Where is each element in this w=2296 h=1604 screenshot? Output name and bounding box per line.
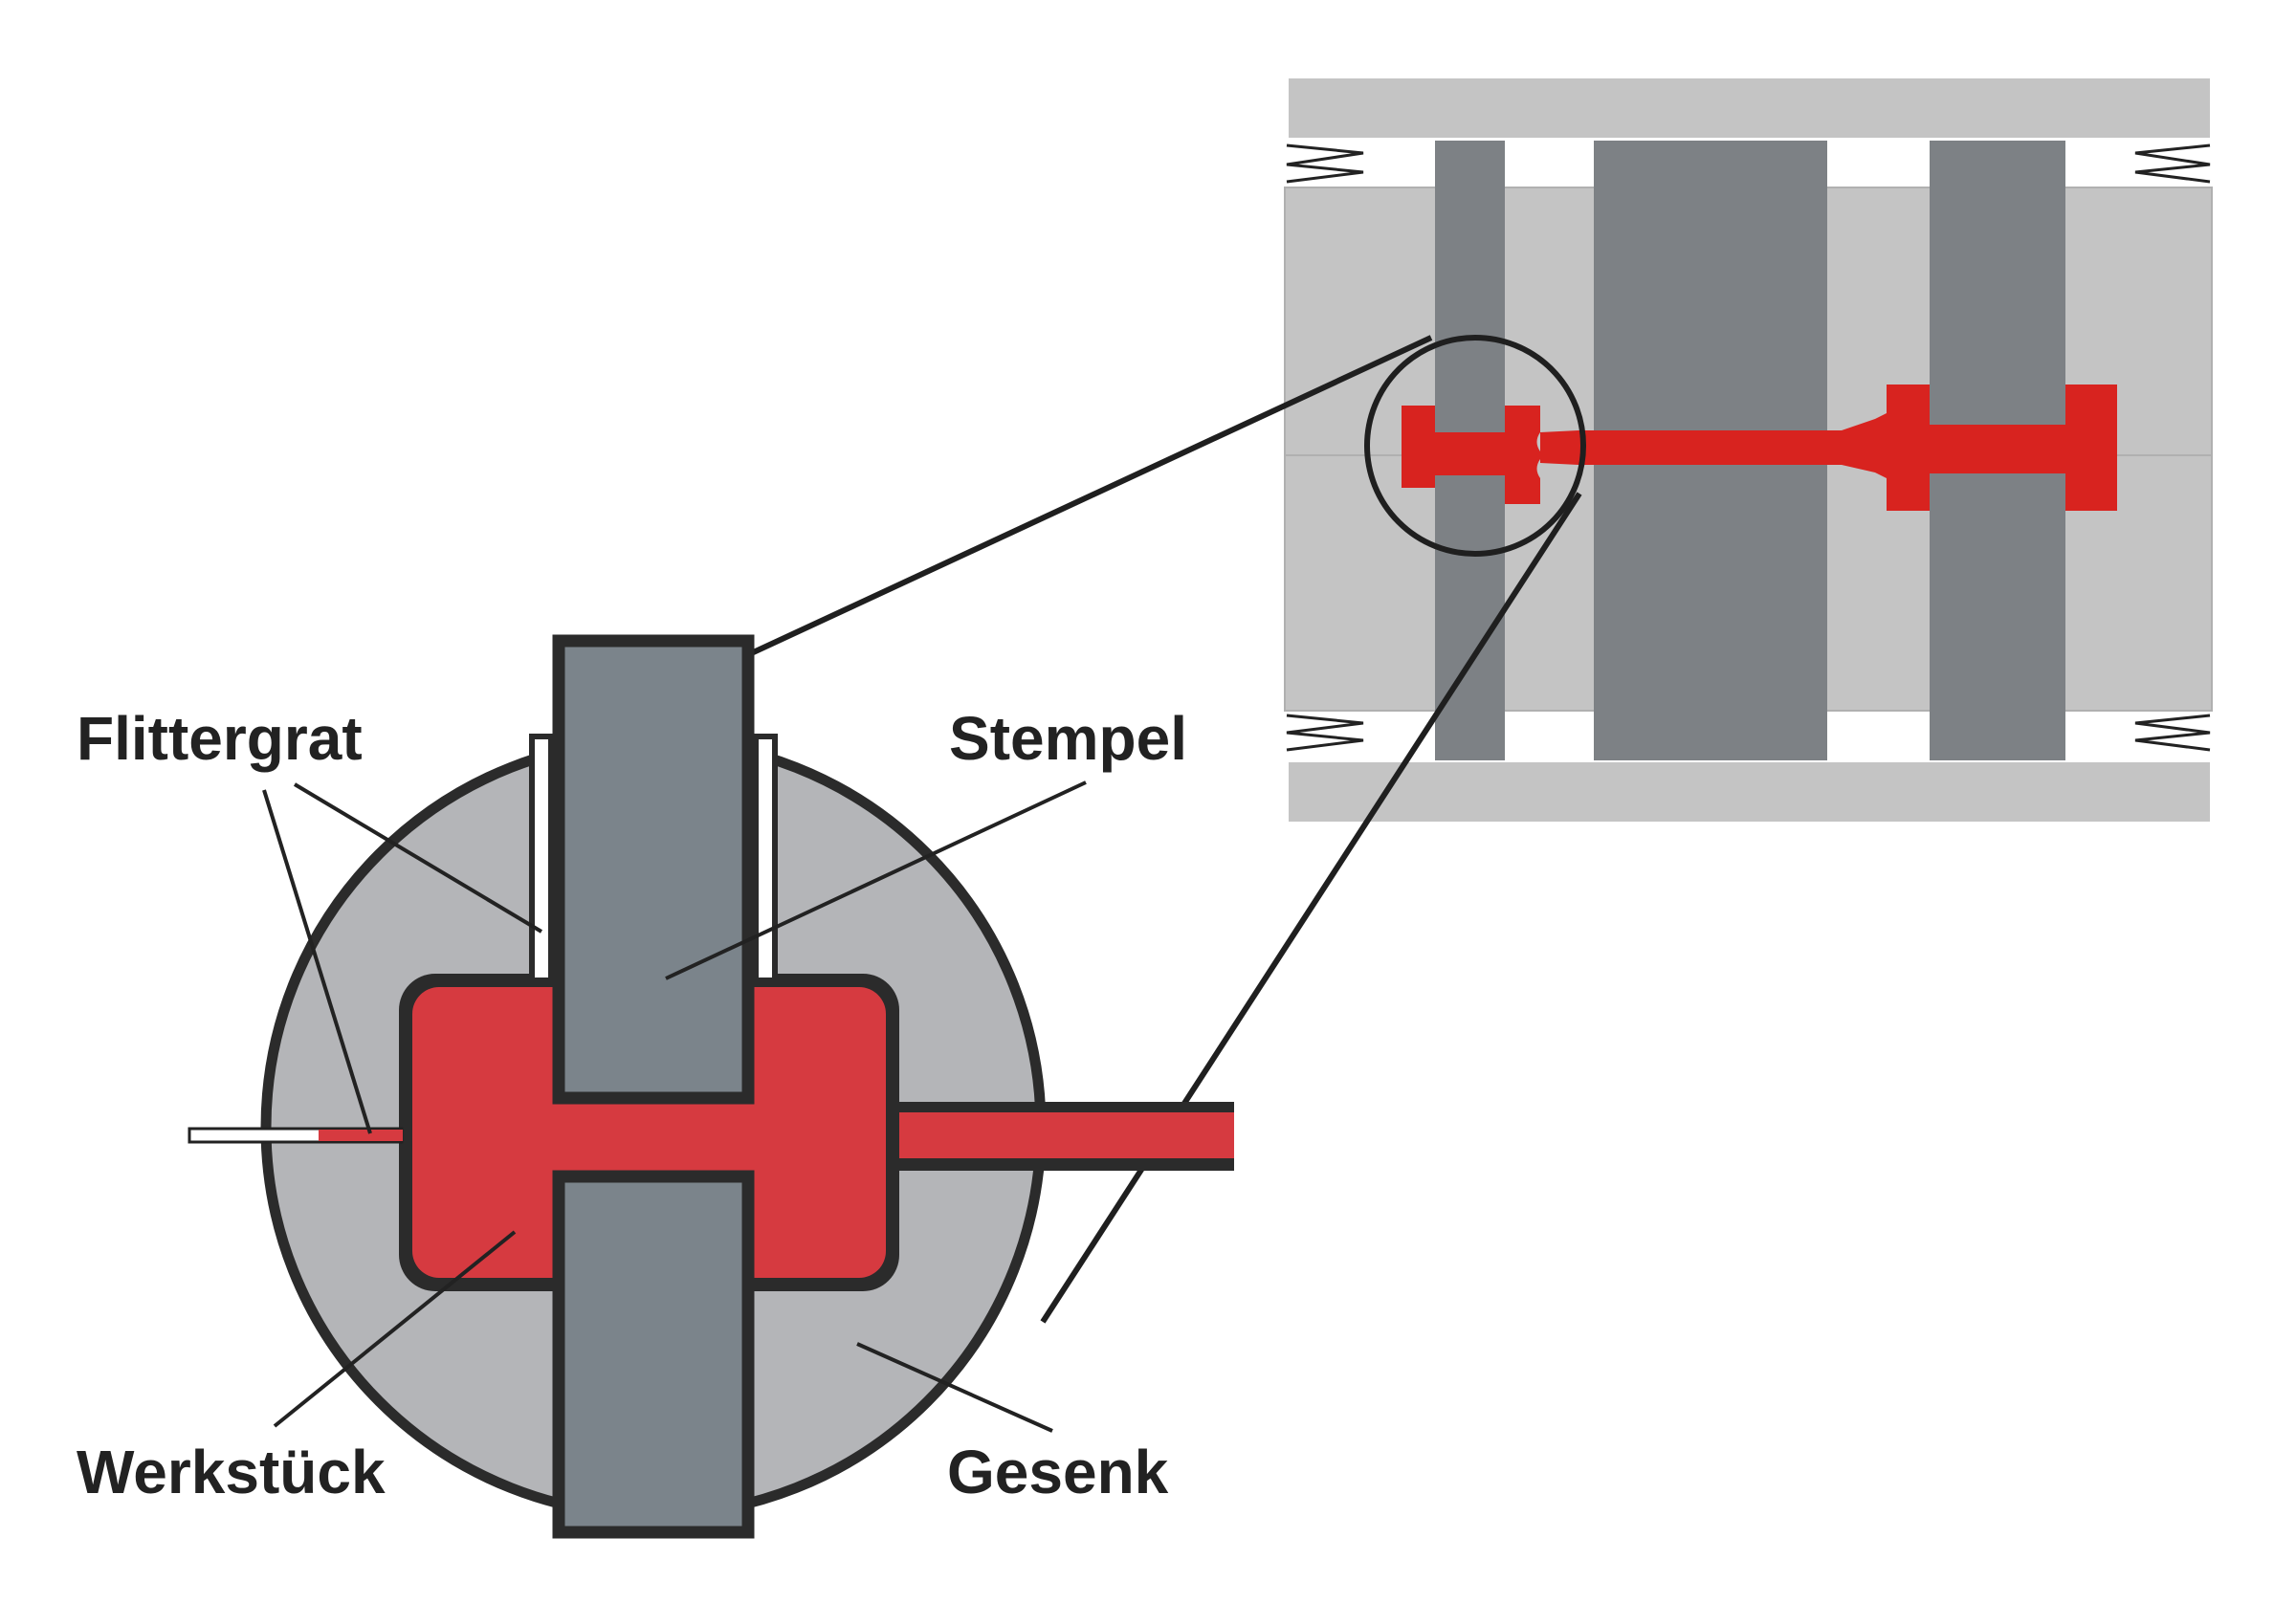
overview-workpiece-right [1540,385,2117,511]
label-stempel: Stempel [949,704,1187,773]
flash-fill [890,1112,1234,1158]
lower-punch [552,1170,755,1539]
upper-press-plate [1289,78,2210,138]
upper-gap-left [529,734,554,983]
label-werkstueck: Werkstück [77,1438,386,1506]
label-flittergrat: Flittergrat [77,704,363,773]
flitter-burr [188,1127,404,1144]
overview-press [1284,78,2213,822]
magnifier-circle [1364,335,1586,557]
detail-view [188,634,1234,1539]
workpiece [412,987,886,1278]
upper-punch [552,634,755,1105]
upper-gap-right [753,734,778,983]
overview-workpiece-left [1402,406,1540,504]
spring-icon [1286,143,2211,752]
label-gesenk: Gesenk [947,1438,1169,1506]
lower-press-plate [1289,762,2210,822]
leader-lines [262,780,1087,1433]
